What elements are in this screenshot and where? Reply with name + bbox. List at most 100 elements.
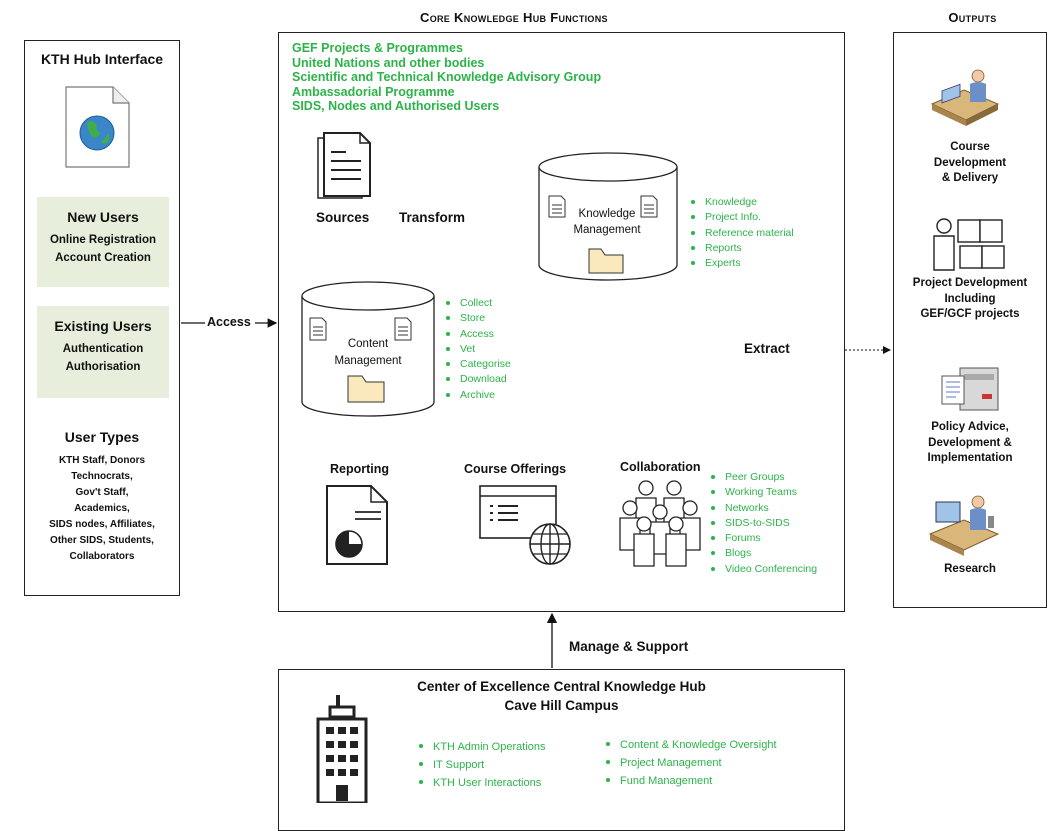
collab-item: Peer Groups [708,470,817,485]
authorisation-text: Authorisation [65,361,141,373]
user-type-line: KTH Staff, Donors [58,455,146,466]
user-types-title: User Types [64,429,140,445]
cm-item: Store [443,311,511,326]
reporting-label: Reporting [330,462,390,476]
source-item: SIDS, Nodes and Authorised Users [292,99,500,113]
output-line: Course [950,141,990,153]
hub-operations-list: KTH Admin Operations IT Support KTH User… [416,738,546,792]
collaboration-people-icon[interactable] [618,478,706,570]
sources-label: Sources [316,210,370,225]
output-line: Development [933,156,1007,169]
cm-label-line: Content [347,338,389,350]
research-icon[interactable] [926,494,1002,556]
km-label-line: Knowledge [578,208,636,220]
doc-icon [640,195,658,218]
doc-icon [394,317,412,341]
output-line: & Delivery [941,172,999,184]
policy-advice-icon[interactable] [938,364,1000,414]
sources-document-icon[interactable] [316,130,376,202]
km-item: Project Info. [688,210,794,225]
knowledge-management-database[interactable] [537,151,679,283]
collaboration-list: Peer Groups Working Teams Networks SIDS-… [708,470,817,577]
hub-item: KTH Admin Operations [416,738,546,756]
central-hub-panel [278,669,845,831]
km-label: Knowledge Management [562,206,652,238]
hub-item: IT Support [416,756,546,774]
output-policy-advice: Policy Advice, Development & Implementat… [895,420,1045,467]
hub-management-list: Content & Knowledge Oversight Project Ma… [603,736,777,790]
folder-icon [588,248,624,274]
transform-label: Transform [399,210,466,225]
cm-item: Collect [443,296,511,311]
central-hub-title-line: Cave Hill Campus [504,698,619,713]
output-line: Including [944,292,996,305]
course-development-icon[interactable] [928,68,1000,130]
user-type-line: SIDS nodes, Affiliates, [49,519,155,530]
doc-icon [309,317,327,341]
km-item: Reports [688,241,794,256]
cm-item: Vet [443,342,511,357]
kth-hub-interface-title: KTH Hub Interface [40,51,164,67]
content-management-database[interactable] [300,280,436,420]
output-course-development: Course Development & Delivery [895,140,1045,187]
core-functions-header: Core Knowledge Hub Functions [420,10,608,25]
access-label: Access [207,315,251,329]
hub-item: KTH User Interactions [416,774,546,792]
cm-label: Content Management [318,336,418,370]
source-item: GEF Projects & Programmes [292,41,463,55]
authentication-text: Authentication [62,343,144,355]
course-offerings-web-icon[interactable] [478,482,574,568]
collab-item: Networks [708,501,817,516]
user-type-line: Academics, [74,503,130,514]
doc-icon [548,195,566,218]
online-registration-text: Online Registration [49,234,157,246]
cm-item: Archive [443,388,511,403]
project-development-icon[interactable] [930,216,1010,272]
collab-item: Working Teams [708,485,817,500]
existing-users-title: Existing Users [54,318,152,334]
cm-list: Collect Store Access Vet Categorise Down… [443,296,511,403]
km-list: Knowledge Project Info. Reference materi… [688,195,794,271]
output-line: Research [944,563,996,575]
cm-label-line: Management [334,355,402,367]
km-item: Reference material [688,226,794,241]
cm-item: Access [443,327,511,342]
output-project-development: Project Development Including GEF/GCF pr… [895,276,1045,323]
cm-item: Download [443,372,511,387]
output-line: GEF/GCF projects [920,308,1020,320]
new-users-panel[interactable]: New Users Online Registration Account Cr… [37,197,169,287]
output-line: Development & [928,436,1012,449]
hub-item: Fund Management [603,772,777,790]
report-pie-chart-icon[interactable] [325,484,389,566]
new-users-title: New Users [67,209,139,225]
central-hub-title-line: Center of Excellence Central Knowledge H… [417,679,706,694]
collaboration-label: Collaboration [620,460,701,474]
account-creation-text: Account Creation [55,252,151,264]
manage-support-label: Manage & Support [569,639,689,654]
source-item: Scientific and Technical Knowledge Advis… [292,70,602,84]
folder-icon [347,375,385,403]
office-building-icon[interactable] [314,693,370,803]
source-item: Ambassadorial Programme [292,84,455,99]
central-hub-title: Center of Excellence Central Knowledge H… [278,677,845,715]
collab-item: SIDS-to-SIDS [708,516,817,531]
source-item: United Nations and other bodies [292,55,485,70]
kth-hub-interface-panel: KTH Hub Interface New Users Online Regis… [24,40,180,596]
output-line: Policy Advice, [931,421,1009,433]
source-list: GEF Projects & Programmes United Nations… [292,41,601,114]
course-offerings-label: Course Offerings [464,462,567,476]
user-types-section: User Types KTH Staff, Donors Technocrats… [25,429,179,565]
extract-label: Extract [742,341,792,356]
km-label-line: Management [573,224,641,236]
user-type-line: Gov't Staff, [75,487,129,498]
web-page-globe-icon[interactable] [63,85,133,169]
hub-item: Project Management [603,754,777,772]
hub-item: Content & Knowledge Oversight [603,736,777,754]
outputs-header: Outputs [948,10,997,25]
existing-users-panel[interactable]: Existing Users Authentication Authorisat… [37,306,169,398]
user-type-line: Other SIDS, Students, [50,535,154,546]
output-line: Implementation [927,452,1013,464]
cm-item: Categorise [443,357,511,372]
km-item: Experts [688,256,794,271]
collab-item: Forums [708,531,817,546]
